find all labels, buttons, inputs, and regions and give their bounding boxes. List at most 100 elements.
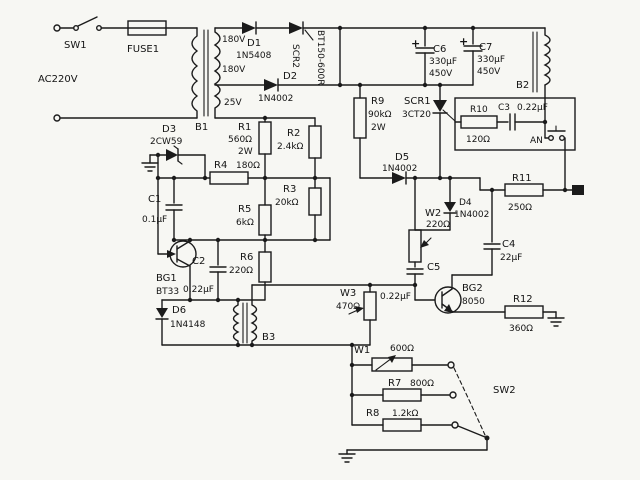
label-c2: C2 <box>192 256 205 267</box>
value-d2: 1N4002 <box>258 94 293 104</box>
label-d6: D6 <box>172 305 186 316</box>
value-w3: 470Ω <box>336 302 360 312</box>
label-b2: B2 <box>516 80 529 91</box>
power-r1: 2W <box>238 147 253 157</box>
label-sw2: SW2 <box>493 385 516 396</box>
label-c4: C4 <box>502 239 515 250</box>
ground-right <box>547 311 565 327</box>
capacitor-c6 <box>415 47 435 54</box>
label-d3: D3 <box>162 124 176 135</box>
label-d2: D2 <box>283 71 297 82</box>
label-r1: R1 <box>238 122 251 133</box>
voltage-c7: 450V <box>477 67 501 77</box>
label-c5: C5 <box>427 262 440 273</box>
resistor-r10 <box>460 115 498 129</box>
resistor-r1 <box>258 121 272 155</box>
capacitor-c4 <box>483 243 501 250</box>
value-r9: 90kΩ <box>368 110 392 120</box>
value-r10: 120Ω <box>466 135 490 145</box>
resistor-r8 <box>382 418 422 432</box>
diode-d5 <box>392 171 407 185</box>
value-d6: 1N4148 <box>170 320 206 330</box>
value-c2: 0.22μF <box>183 285 214 295</box>
transistor-bg2 <box>434 286 462 314</box>
resistor-r3 <box>308 187 322 216</box>
label-ac220v: AC220V <box>38 74 78 85</box>
value-r7: 800Ω <box>410 379 434 389</box>
label-c1: C1 <box>148 194 161 205</box>
value-d4: 1N4002 <box>454 210 489 220</box>
potentiometer-w3 <box>348 291 377 321</box>
label-d4: D4 <box>459 198 472 208</box>
label-r10: R10 <box>470 105 488 115</box>
resistor-r12 <box>504 305 544 319</box>
value-r1: 560Ω <box>228 135 252 145</box>
power-r9: 2W <box>371 123 386 133</box>
diode-d6 <box>155 308 169 320</box>
label-r4: R4 <box>214 160 227 171</box>
label-c7: C7 <box>479 42 492 53</box>
value-scr1: 3CT20 <box>402 110 431 120</box>
value-w2: 220Ω <box>426 220 450 230</box>
label-c3: C3 <box>498 103 510 113</box>
selector-sw2 <box>447 361 490 441</box>
ground-left <box>141 154 159 172</box>
value-r12: 360Ω <box>509 324 533 334</box>
label-r2: R2 <box>287 128 300 139</box>
voltage-c6: 450V <box>429 69 453 79</box>
resistor-r2 <box>308 125 322 159</box>
capacitor-c2 <box>209 266 227 273</box>
value-c7: 330μF <box>477 55 505 65</box>
resistor-r6 <box>258 251 272 283</box>
label-c6: C6 <box>433 44 446 55</box>
transformer-b3 <box>232 284 258 346</box>
label-w1: W1 <box>354 345 370 356</box>
value-d3: 2CW59 <box>150 137 183 147</box>
value-scr2: BT150-600R <box>315 30 325 86</box>
label-tap-180v-a: 180V <box>222 35 246 45</box>
label-r6: R6 <box>240 252 253 263</box>
capacitor-c1 <box>165 204 183 211</box>
value-c6: 330μF <box>429 57 457 67</box>
value-d5: 1N4002 <box>382 164 417 174</box>
ground-bottom <box>338 449 356 463</box>
switch-sw1 <box>72 25 102 32</box>
fuse-fuse1 <box>127 20 167 36</box>
potentiometer-w2 <box>408 229 432 263</box>
label-r11: R11 <box>512 173 532 184</box>
potentiometer-w1 <box>371 355 413 372</box>
thyristor-scr1 <box>432 100 456 122</box>
label-scr1: SCR1 <box>404 96 431 107</box>
resistor-r7 <box>382 388 422 402</box>
value-r11: 250Ω <box>508 203 532 213</box>
label-scr2: SCR2 <box>290 44 300 68</box>
label-sw1: SW1 <box>64 40 87 51</box>
value-c5: 0.22μF <box>380 292 411 302</box>
zener-d3 <box>166 145 183 165</box>
value-r3: 20kΩ <box>275 198 299 208</box>
capacitor-c5 <box>406 268 424 275</box>
diode-d4 <box>443 202 457 214</box>
label-tap-25v: 25V <box>224 98 242 108</box>
polarity-c7: + <box>459 35 468 48</box>
resistor-r4 <box>209 171 249 185</box>
value-r5: 6kΩ <box>236 218 254 228</box>
label-fuse1: FUSE1 <box>127 44 159 55</box>
value-r6: 220Ω <box>229 266 253 276</box>
value-r8: 1.2kΩ <box>392 409 419 419</box>
value-c1: 0.1μF <box>142 215 167 225</box>
resistor-r5 <box>258 204 272 236</box>
label-bg2: BG2 <box>462 283 483 294</box>
value-w1: 600Ω <box>390 344 414 354</box>
thyristor-scr2 <box>289 21 314 41</box>
label-w3: W3 <box>340 288 356 299</box>
label-d5: D5 <box>395 152 409 163</box>
value-d1: 1N5408 <box>236 51 272 61</box>
capacitor-c7 <box>463 45 483 52</box>
value-c4: 22μF <box>500 253 522 263</box>
transistor-bg1 <box>167 240 197 268</box>
label-an: AN <box>530 136 543 146</box>
label-r5: R5 <box>238 204 251 215</box>
label-tap-180v-b: 180V <box>222 65 246 75</box>
